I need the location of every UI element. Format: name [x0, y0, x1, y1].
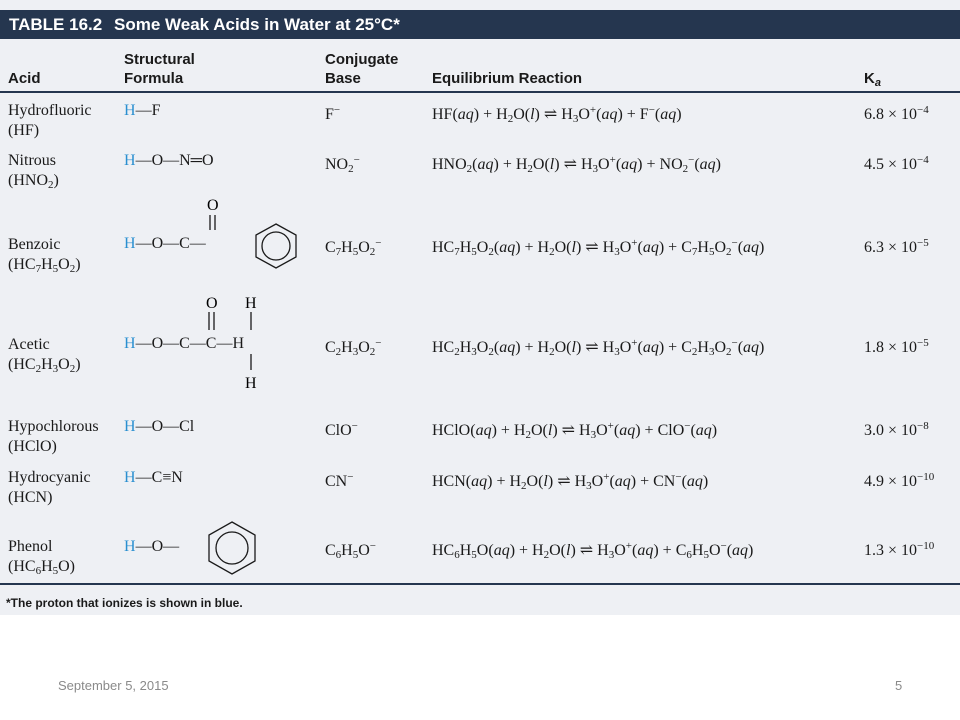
header-base-line2: Base: [325, 70, 361, 87]
ka-value: 6.8 × 10−4: [864, 104, 929, 123]
equilibrium-arrow-icon: ⇌: [561, 422, 576, 439]
phenol-structure-drawing: [208, 521, 256, 575]
equilibrium-arrow-icon: ⇌: [579, 542, 594, 559]
structural-formula: H—O—N═O: [124, 152, 214, 169]
conjugate-base: F−: [325, 104, 341, 123]
equilibrium-reaction: HF(aq) + H2O(l) ⇌ H3O+(aq) + F−(aq): [432, 104, 682, 125]
conjugate-base: NO2−: [325, 154, 360, 175]
benzoic-structure-drawing: O: [207, 197, 297, 269]
acid-name: Nitrous: [8, 152, 56, 169]
conjugate-base: C7H5O2−: [325, 237, 382, 258]
acid-name: Hydrofluoric: [8, 102, 92, 119]
conjugate-base: ClO−: [325, 420, 358, 439]
header-acid: Acid: [8, 70, 41, 87]
acid-formula: (HF): [8, 122, 40, 139]
ka-value: 1.3 × 10−10: [864, 540, 935, 559]
structural-formula: H—O—Cl: [124, 418, 195, 435]
structural-formula: H—C≡N: [124, 469, 183, 486]
acid-formula: (HCN): [8, 489, 53, 506]
table-footnote: *The proton that ionizes is shown in blu…: [6, 596, 243, 610]
ka-value: 4.5 × 10−4: [864, 154, 929, 173]
equilibrium-arrow-icon: ⇌: [585, 239, 599, 256]
acid-name: Hypochlorous: [8, 418, 99, 435]
equilibrium-reaction: HC7H5O2(aq) + H2O(l) ⇌ H3O+(aq) + C7H5O2…: [432, 237, 765, 258]
ka-value: 3.0 × 10−8: [864, 420, 929, 439]
svg-text:H: H: [245, 375, 257, 392]
slide-date: September 5, 2015: [58, 678, 169, 693]
table-title: Some Weak Acids in Water at 25°C*: [114, 15, 400, 34]
structural-formula: H—O—C—C—H: [124, 335, 245, 352]
svg-text:H: H: [245, 295, 257, 312]
slide-page-number: 5: [895, 678, 903, 693]
acid-formula: (HC2H3O2): [8, 356, 81, 375]
benzene-ring-icon: [208, 521, 256, 575]
table-area: [0, 0, 960, 615]
acetic-structure-drawing: O H H: [206, 295, 257, 392]
equilibrium-reaction: HCN(aq) + H2O(l) ⇌ H3O+(aq) + CN−(aq): [432, 471, 709, 492]
equilibrium-reaction: HClO(aq) + H2O(l) ⇌ H3O+(aq) + ClO−(aq): [432, 420, 718, 441]
header-rule: [0, 91, 960, 93]
equilibrium-arrow-icon: ⇌: [543, 106, 558, 123]
equilibrium-arrow-icon: ⇌: [557, 473, 571, 490]
structural-formula: H—O—C—: [124, 235, 206, 252]
equilibrium-arrow-icon: ⇌: [585, 339, 599, 356]
acid-formula: (HNO2): [8, 172, 59, 191]
svg-text:O: O: [206, 295, 218, 312]
ka-value: 1.8 × 10−5: [864, 337, 929, 356]
structural-formula: H—F: [124, 102, 161, 119]
acid-name: Hydrocyanic: [8, 469, 91, 486]
conjugate-base: C2H3O2−: [325, 337, 382, 358]
conjugate-base: C6H5O−: [325, 540, 377, 561]
equilibrium-reaction: HC2H3O2(aq) + H2O(l) ⇌ H3O+(aq) + C2H3O2…: [432, 337, 765, 358]
equilibrium-arrow-icon: ⇌: [563, 156, 577, 173]
header-structural-line1: Structural: [124, 51, 195, 68]
acid-formula: (HC6H5O): [8, 558, 76, 577]
svg-text:O: O: [207, 197, 219, 214]
ka-value: 6.3 × 10−5: [864, 237, 929, 256]
acid-formula: (HC7H5O2): [8, 256, 81, 275]
bottom-rule: [0, 583, 960, 585]
acid-name: Acetic: [8, 336, 50, 353]
acid-formula: (HClO): [8, 438, 57, 455]
benzene-ring-icon: [255, 223, 297, 269]
equilibrium-reaction: HC6H5O(aq) + H2O(l) ⇌ H3O+(aq) + C6H5O−(…: [432, 540, 754, 561]
header-structural-line2: Formula: [124, 70, 184, 87]
acid-name: Phenol: [8, 538, 53, 555]
header-reaction: Equilibrium Reaction: [432, 70, 583, 87]
structural-formula: H—O—: [124, 538, 180, 555]
acid-name: Benzoic: [8, 236, 61, 253]
table-title-bar: TABLE 16.2 Some Weak Acids in Water at 2…: [0, 10, 960, 39]
ka-value: 4.9 × 10−10: [864, 471, 935, 490]
conjugate-base: CN−: [325, 471, 354, 490]
header-base-line1: Conjugate: [325, 51, 399, 68]
table-number: TABLE 16.2: [9, 15, 103, 34]
header-ka: Ka: [864, 70, 881, 89]
equilibrium-reaction: HNO2(aq) + H2O(l) ⇌ H3O+(aq) + NO2−(aq): [432, 154, 721, 175]
